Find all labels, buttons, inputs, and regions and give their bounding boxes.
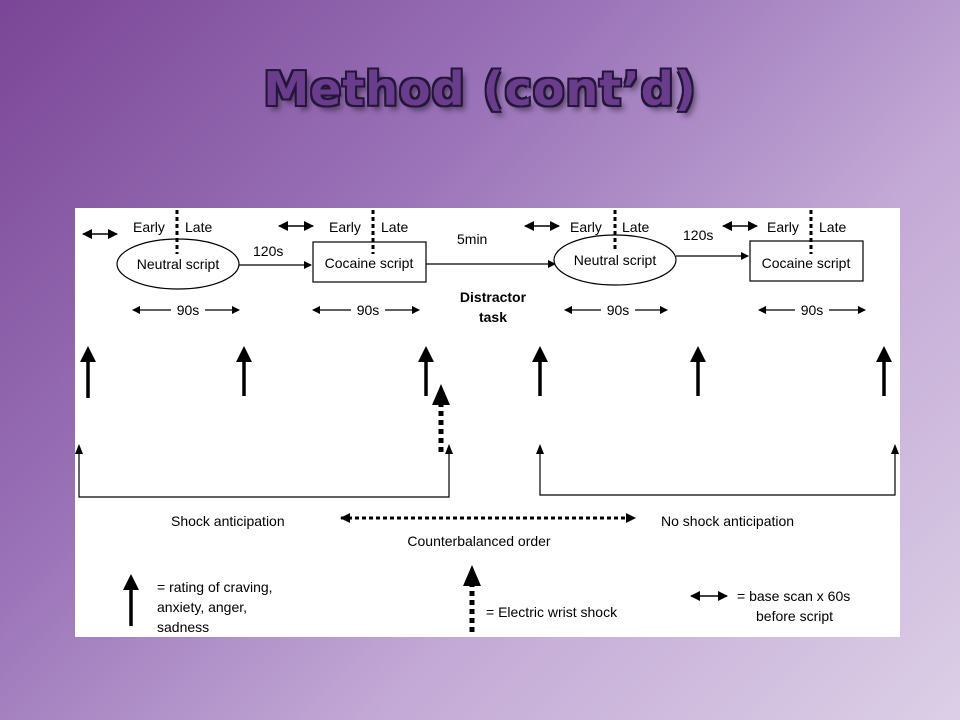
bracket-arrowhead-1 xyxy=(75,444,83,454)
no-shock-anticipation-label: No shock anticipation xyxy=(661,513,794,529)
rating-arrow-5 xyxy=(690,346,706,396)
counterbalanced-label: Counterbalanced order xyxy=(407,533,551,549)
duration-label-bg-4 xyxy=(795,300,829,318)
distractor-label-line2: task xyxy=(479,309,507,325)
cocaine-script-box-1 xyxy=(312,241,427,283)
rating-arrow-4 xyxy=(532,346,548,396)
gap-label-2: 5min xyxy=(457,231,487,247)
block-label-1: Neutral script xyxy=(137,256,220,272)
gap-label-3: 120s xyxy=(683,227,713,243)
duration-label-1: 90s xyxy=(177,302,200,318)
legend-shock-arrow-icon xyxy=(463,565,481,632)
late-label-1: Late xyxy=(185,219,212,235)
method-diagram-svg: Early Late Neutral script 120s Early Lat… xyxy=(75,210,899,635)
shock-arrow xyxy=(432,384,450,452)
legend-rating-line3: sadness xyxy=(157,619,209,635)
legend-rating-arrow-icon xyxy=(123,574,139,626)
no-shock-anticipation-bracket xyxy=(539,452,896,496)
bracket-arrowhead-4 xyxy=(891,444,899,454)
method-diagram: Early Late Neutral script 120s Early Lat… xyxy=(75,208,900,637)
duration-label-2: 90s xyxy=(357,302,380,318)
legend-baseline-line2: before script xyxy=(756,608,833,624)
duration-label-bg-3 xyxy=(601,300,635,318)
duration-label-bg-1 xyxy=(171,300,205,318)
legend-shock-label: = Electric wrist shock xyxy=(486,604,618,620)
early-label-2: Early xyxy=(329,219,361,235)
late-label-2: Late xyxy=(381,219,408,235)
shock-anticipation-bracket xyxy=(78,452,450,498)
late-label-4: Late xyxy=(819,219,846,235)
early-label-4: Early xyxy=(767,219,799,235)
distractor-label-line1: Distractor xyxy=(460,289,527,305)
duration-label-3: 90s xyxy=(607,302,630,318)
legend-rating-line2: anxiety, anger, xyxy=(157,599,247,615)
legend-baseline-line1: = base scan x 60s xyxy=(737,588,850,604)
shock-anticipation-label: Shock anticipation xyxy=(171,513,285,529)
legend-rating-line1: = rating of craving, xyxy=(157,579,273,595)
rating-arrow-6 xyxy=(876,346,892,396)
late-label-3: Late xyxy=(622,219,649,235)
cocaine-script-box-2 xyxy=(749,240,864,282)
rating-arrow-1 xyxy=(80,346,96,398)
slide-title: Method (cont’d) xyxy=(263,62,697,116)
bracket-arrowhead-3 xyxy=(536,444,544,454)
early-label-3: Early xyxy=(570,219,602,235)
rating-arrow-2 xyxy=(236,346,252,396)
gap-label-1: 120s xyxy=(253,243,283,259)
block-label-3: Neutral script xyxy=(574,252,657,268)
rating-arrow-3 xyxy=(418,346,434,396)
duration-label-bg-2 xyxy=(351,300,385,318)
duration-label-4: 90s xyxy=(801,302,824,318)
block-label-4: Cocaine script xyxy=(762,255,851,271)
bracket-arrowhead-2 xyxy=(445,444,453,454)
early-label-1: Early xyxy=(133,219,165,235)
block-label-2: Cocaine script xyxy=(325,255,414,271)
